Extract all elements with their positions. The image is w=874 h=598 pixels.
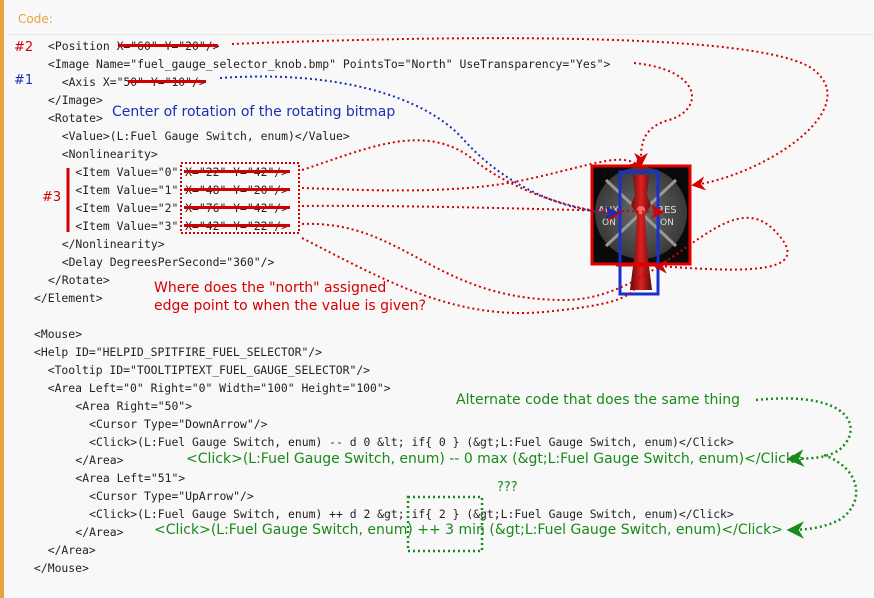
items-highlight-box	[180, 162, 300, 234]
strike-axis	[128, 80, 206, 83]
arrow-item-3b	[301, 237, 635, 314]
label-2: #2	[14, 40, 34, 55]
code-header: Code:	[18, 12, 53, 26]
code-line-tooltip: <Tooltip ID="TOOLTIPTEXT_FUEL_GAUGE_SELE…	[34, 363, 371, 377]
code-line-area-close-1: </Area>	[48, 453, 124, 467]
knob-pointer	[630, 175, 652, 290]
code-line-item-0: <Item Value="0" X="22" Y="42"/>	[48, 165, 289, 179]
code-line-area-close-3: </Area>	[34, 543, 96, 557]
code-line-delay: <Delay DegreesPerSecond="360"/>	[48, 255, 275, 269]
knob-image: AUX ON RES ON	[590, 164, 692, 296]
code-line-area-left: <Area Left="51">	[48, 471, 186, 485]
arrow-axis	[219, 75, 619, 220]
north-question-line-1: Where does the "north" assigned	[154, 280, 387, 296]
north-question-line-2: edge point to when the value is given?	[154, 298, 427, 314]
code-line-area-close-2: </Area>	[48, 525, 124, 539]
annotation-overlay: AUX ON RES ON	[66, 37, 858, 553]
knob-res-on-label: ON	[660, 218, 674, 228]
code-line-area: <Area Left="0" Right="0" Width="100" Hei…	[34, 381, 391, 395]
alternate-code-note: Alternate code that does the same thing	[456, 392, 740, 408]
arrow-position	[231, 37, 829, 191]
code-line-axis: <Axis X="50" Y="10"/>	[48, 75, 206, 89]
arrow-item-0	[301, 139, 621, 222]
alt-highlight-box	[406, 495, 484, 553]
alternate-click-line-2: <Click>(L:Fuel Gauge Switch, enum) ++ 3 …	[154, 522, 783, 538]
label-3: #3	[42, 190, 62, 205]
code-line-click-up: <Click>(L:Fuel Gauge Switch, enum) ++ d …	[48, 507, 734, 521]
strike-item-0	[184, 170, 290, 173]
strike-item-3	[184, 224, 290, 227]
knob-blue-frame	[618, 170, 660, 296]
code-line-element-close: </Element>	[34, 291, 103, 305]
code-line-rotate-close: </Rotate>	[48, 273, 110, 287]
code-line-area-right: <Area Right="50">	[48, 399, 193, 413]
center-of-rotation-note: Center of rotation of the rotating bitma…	[112, 104, 396, 120]
knob-res-label: RES	[657, 205, 677, 216]
code-line-item-2: <Item Value="2" X="76" Y="42"/>	[48, 201, 289, 215]
code-line-click-down: <Click>(L:Fuel Gauge Switch, enum) -- d …	[48, 435, 734, 449]
code-line-nonlinearity-close: </Nonlinearity>	[48, 237, 165, 251]
code-line-nonlinearity: <Nonlinearity>	[48, 147, 158, 161]
label-1: #1	[14, 73, 34, 88]
strike-item-2	[184, 206, 290, 209]
arrow-alt-2	[786, 453, 858, 539]
arrow-item-1	[301, 155, 643, 192]
knob-aux-on-label: ON	[602, 218, 616, 228]
strike-item-1	[184, 188, 290, 191]
code-line-help: <Help ID="HELPID_SPITFIRE_FUEL_SELECTOR"…	[34, 345, 323, 359]
code-line-cursor-up: <Cursor Type="UpArrow"/>	[48, 489, 254, 503]
code-line-image: <Image Name="fuel_gauge_selector_knob.bm…	[48, 57, 611, 71]
question-marks: ???	[497, 480, 518, 495]
code-line-rotate: <Rotate>	[48, 111, 103, 125]
strike-position	[118, 44, 218, 47]
arrow-item-3	[301, 216, 789, 302]
arrow-alt-1	[755, 397, 852, 467]
code-line-value: <Value>(L:Fuel Gauge Switch, enum)</Valu…	[48, 129, 350, 143]
code-line-mouse: <Mouse>	[34, 327, 83, 341]
header-divider	[8, 34, 874, 35]
code-line-mouse-close: </Mouse>	[34, 561, 89, 575]
arrow-image-north	[633, 62, 693, 167]
alternate-click-line-1: <Click>(L:Fuel Gauge Switch, enum) -- 0 …	[186, 451, 806, 467]
code-line-cursor-down: <Cursor Type="DownArrow"/>	[48, 417, 268, 431]
code-line-image-close: </Image>	[48, 93, 103, 107]
